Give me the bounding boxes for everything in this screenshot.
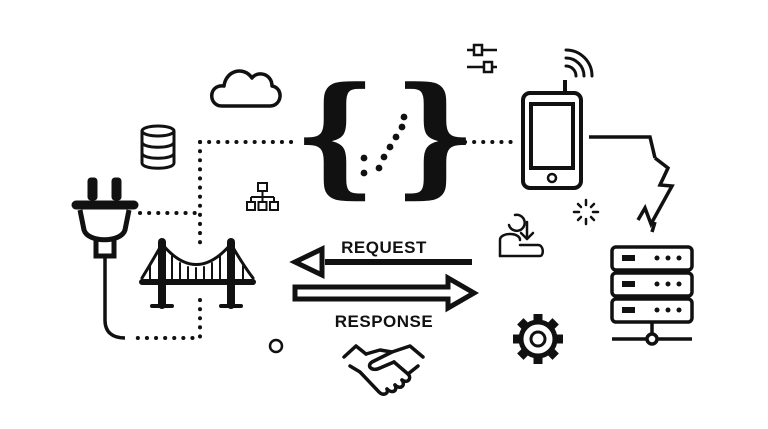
user-download-icon: [498, 213, 544, 258]
database-icon: [140, 124, 176, 170]
lightning-icon: [636, 156, 675, 229]
smartphone-icon: [521, 80, 583, 190]
bridge-icon: [139, 238, 256, 309]
sparkle-icon: [572, 198, 600, 226]
response-label: RESPONSE: [335, 312, 433, 331]
request-label: REQUEST: [341, 238, 427, 257]
cloud-icon: [210, 69, 282, 108]
request-arrow-icon: [289, 245, 472, 279]
power-plug-icon: [71, 177, 139, 340]
server-icon: [610, 245, 694, 346]
svg-text:{: {: [293, 58, 377, 211]
sliders-icon: [467, 43, 497, 74]
wifi-signal-icon: [564, 48, 594, 78]
node-dot: [268, 338, 284, 354]
handshake-icon: [342, 344, 425, 396]
response-arrow-icon: [292, 273, 480, 313]
dotted-connectors: [128, 140, 517, 340]
hierarchy-icon: [246, 182, 279, 211]
svg-text:}: }: [393, 58, 477, 211]
cable-line: [589, 135, 657, 233]
code-braces-icon: { }: [293, 58, 477, 211]
gear-icon: [513, 314, 563, 364]
